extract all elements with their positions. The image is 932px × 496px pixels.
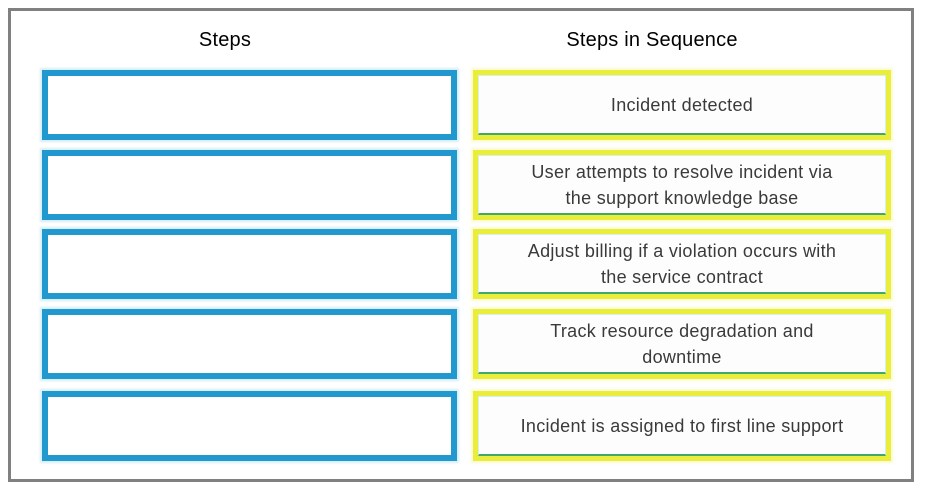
drop-slot-5[interactable] xyxy=(42,391,457,461)
drop-slot-4[interactable] xyxy=(42,309,457,379)
drop-slot-1[interactable] xyxy=(42,70,457,140)
step-card-label: Incident is assigned to first line suppo… xyxy=(520,415,844,436)
step-card-incident-detected[interactable]: Incident detected xyxy=(473,70,891,140)
drop-slot-2[interactable] xyxy=(42,150,457,220)
step-card-inner: Incident is assigned to first line suppo… xyxy=(478,396,886,456)
step-card-label: Track resource degradation and downtime xyxy=(550,320,814,367)
step-card-user-attempts-resolve[interactable]: User attempts to resolve incident via th… xyxy=(473,150,891,220)
step-card-inner: Track resource degradation and downtime xyxy=(478,314,886,374)
step-card-label: User attempts to resolve incident via th… xyxy=(531,161,833,208)
step-card-adjust-billing[interactable]: Adjust billing if a violation occurs wit… xyxy=(473,229,891,299)
step-card-assigned-first-line[interactable]: Incident is assigned to first line suppo… xyxy=(473,391,891,461)
step-card-inner: User attempts to resolve incident via th… xyxy=(478,155,886,215)
drop-slot-3[interactable] xyxy=(42,229,457,299)
step-card-label: Incident detected xyxy=(610,94,754,115)
step-card-inner: Incident detected xyxy=(478,75,886,135)
step-card-inner: Adjust billing if a violation occurs wit… xyxy=(478,234,886,294)
step-card-label: Adjust billing if a violation occurs wit… xyxy=(527,240,837,287)
right-column-header: Steps in Sequence xyxy=(566,29,738,51)
left-column-header: Steps xyxy=(198,29,252,51)
step-card-track-degradation[interactable]: Track resource degradation and downtime xyxy=(473,309,891,379)
